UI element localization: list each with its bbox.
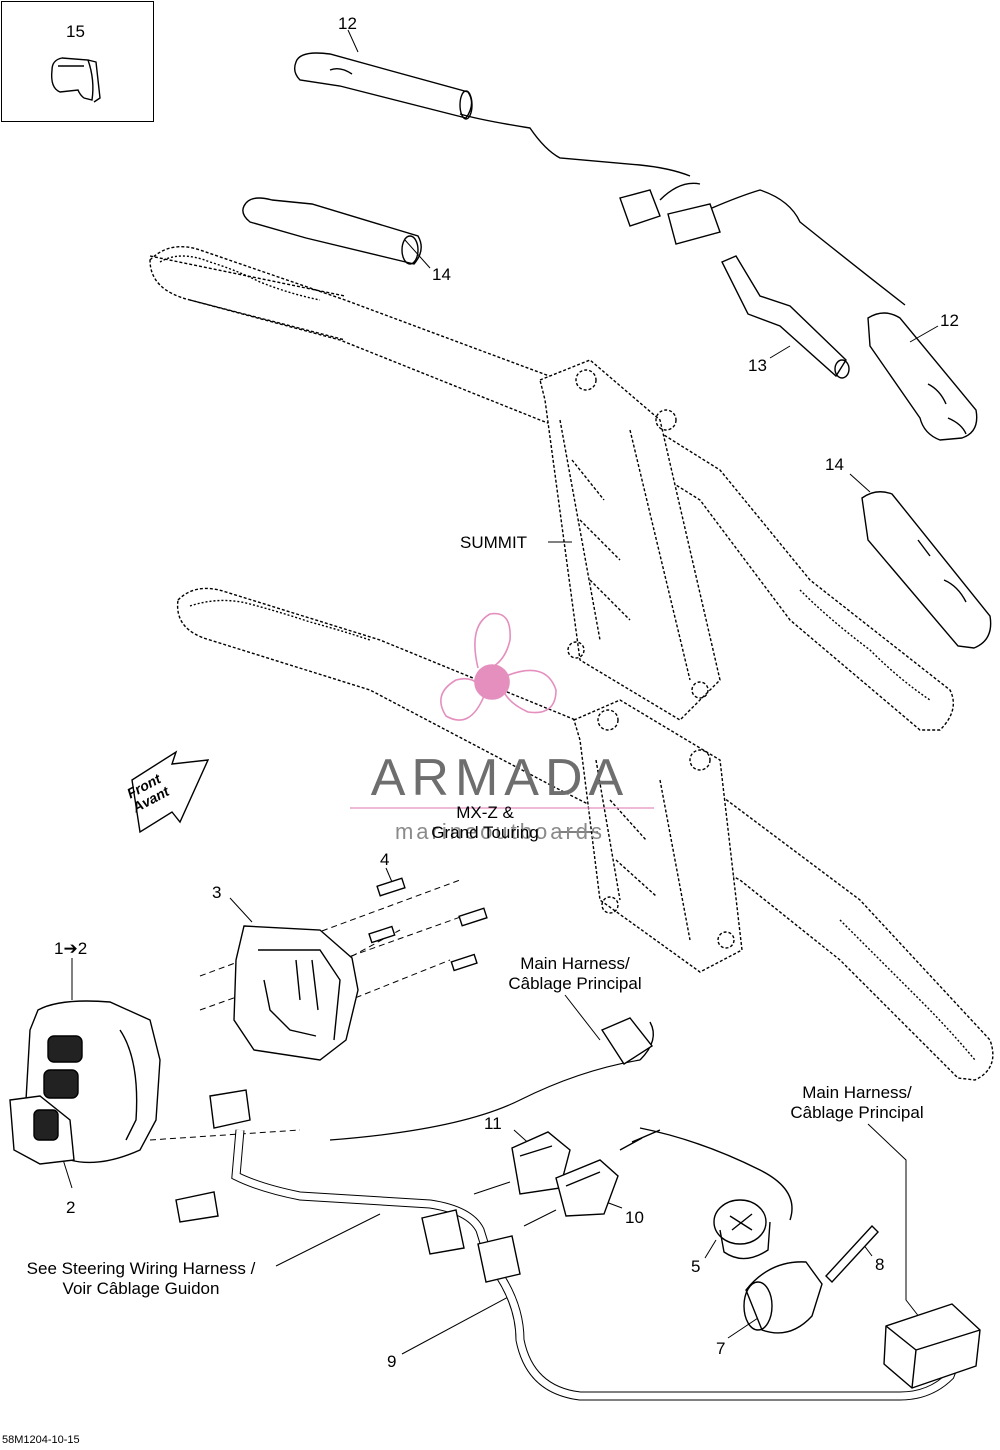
watermark-subtitle: marineoutboards xyxy=(394,819,606,844)
watermark-logo xyxy=(350,612,654,809)
screws-4 xyxy=(368,877,488,972)
handlebar-mxz xyxy=(176,587,994,1081)
grip-connectors xyxy=(619,182,906,306)
callout-14-right: 14 xyxy=(825,455,844,474)
callout-14-top: 14 xyxy=(432,265,451,284)
label-main-harness-left: Main Harness/ Câblage Principal xyxy=(480,954,670,994)
callout-1-to-2: 1➔2 xyxy=(54,939,88,958)
watermark-title: ARMADA xyxy=(370,749,630,807)
callout-12-top: 12 xyxy=(338,14,357,33)
label-main-harness-right: Main Harness/ Câblage Principal xyxy=(762,1083,952,1123)
callout-3: 3 xyxy=(212,883,222,902)
callout-7: 7 xyxy=(716,1339,726,1358)
label-steering-harness-line1: See Steering Wiring Harness / xyxy=(26,1259,256,1278)
document-code: 58M1204-10-15 xyxy=(2,1434,80,1446)
inset-box xyxy=(1,1,154,122)
callout-12-right: 12 xyxy=(940,311,959,330)
callout-2: 2 xyxy=(66,1198,76,1217)
callout-5: 5 xyxy=(691,1257,701,1276)
switch-housing-3 xyxy=(233,925,359,1061)
handlebar-summit xyxy=(149,246,954,731)
label-main-harness-left-line2: Câblage Principal xyxy=(508,974,642,993)
control-switch-1-2 xyxy=(9,1000,161,1165)
connector-10 xyxy=(555,1129,661,1217)
callout-10: 10 xyxy=(625,1208,644,1227)
front-arrow xyxy=(131,750,210,834)
label-mxz: MX-Z & Grand Touring xyxy=(400,803,570,843)
control-module xyxy=(883,1303,981,1389)
label-main-harness-left-line1: Main Harness/ xyxy=(520,954,630,973)
grip-sleeve-14-right xyxy=(861,491,992,649)
label-steering-harness: See Steering Wiring Harness / Voir Câbla… xyxy=(0,1259,282,1299)
tube-13 xyxy=(721,255,850,379)
pin-8 xyxy=(825,1224,879,1284)
label-mxz-line1: MX-Z & xyxy=(456,803,514,822)
callout-15: 15 xyxy=(66,22,85,41)
heated-grip-12-top xyxy=(293,52,691,177)
callout-9: 9 xyxy=(387,1352,397,1371)
label-summit: SUMMIT xyxy=(460,533,528,552)
part-7 xyxy=(743,1261,823,1334)
heated-grip-12-right xyxy=(867,312,978,441)
harness-connectors xyxy=(175,1017,654,1283)
leader-lines xyxy=(59,29,939,1355)
label-main-harness-right-line2: Câblage Principal xyxy=(790,1103,924,1122)
callout-11: 11 xyxy=(484,1114,502,1133)
callout-4: 4 xyxy=(380,850,390,869)
wiring-harness-9 xyxy=(231,1021,965,1401)
riser-mxz xyxy=(573,699,743,973)
label-mxz-line2: Grand Touring xyxy=(431,823,539,842)
callout-8: 8 xyxy=(875,1255,885,1274)
label-main-harness-right-line1: Main Harness/ xyxy=(802,1083,912,1102)
clip-15 xyxy=(50,57,101,103)
grip-sleeve-14-top xyxy=(242,197,422,265)
part-5 xyxy=(713,1199,771,1260)
callout-13: 13 xyxy=(748,356,767,375)
riser-summit xyxy=(539,359,721,721)
label-steering-harness-line2: Voir Câblage Guidon xyxy=(62,1279,220,1298)
